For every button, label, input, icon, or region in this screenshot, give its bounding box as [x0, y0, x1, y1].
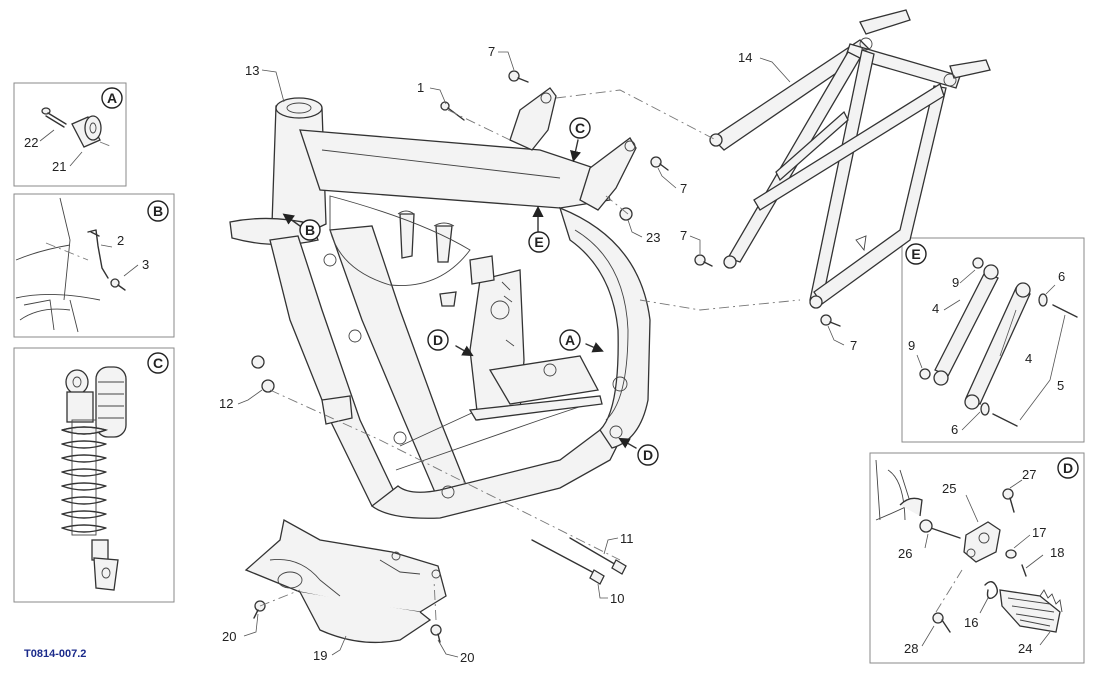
marker-d-lower: D: [637, 444, 659, 466]
detail-box-d: [869, 452, 1085, 664]
detail-label-c: C: [147, 352, 169, 374]
callout-2: 2: [117, 233, 124, 248]
callout-3: 3: [142, 257, 149, 272]
part-3-screw: [110, 278, 126, 291]
part-10-bolt: [531, 539, 605, 585]
callout-22: 22: [24, 135, 38, 150]
part-14-subframe: [709, 9, 991, 309]
callout-4-left: 4: [932, 301, 939, 316]
part-21-bushing: [71, 115, 102, 148]
part-12-nuts: [251, 355, 275, 393]
assembly-lines: [259, 89, 801, 621]
part-2-bracket: [87, 229, 109, 279]
part-18-pin: [1021, 564, 1027, 577]
svg-text:B: B: [305, 222, 315, 238]
svg-text:D: D: [643, 447, 653, 463]
part-6-washers: [980, 293, 1048, 416]
callout-9-bottom: 9: [908, 338, 915, 353]
part-28-bolt: [932, 612, 951, 633]
detail-label-e: E: [905, 243, 927, 265]
callout-18: 18: [1050, 545, 1064, 560]
part-23-nut: [619, 207, 633, 221]
callout-23: 23: [646, 230, 660, 245]
svg-text:D: D: [433, 332, 443, 348]
detail-label-d: D: [1057, 457, 1079, 479]
detail-label-b: B: [147, 200, 169, 222]
leader-lines: [237, 51, 845, 658]
callout-11: 11: [620, 531, 634, 546]
marker-e: E: [528, 231, 550, 253]
callout-14: 14: [738, 50, 752, 65]
part-9-nuts: [919, 257, 984, 380]
detail-box-e: [901, 237, 1085, 443]
callout-12: 12: [219, 396, 233, 411]
callout-25: 25: [942, 481, 956, 496]
svg-text:D: D: [1063, 460, 1073, 476]
callout-numbers: 22 21 2 3 13 1 7 14 7 7 23 7 12 11 10 20…: [24, 44, 1065, 665]
part-25-bracket: [963, 521, 1001, 563]
part-27-bolt: [1002, 488, 1015, 513]
detail-box-c: [13, 347, 175, 603]
svg-text:A: A: [565, 332, 575, 348]
marker-d-upper: D: [427, 329, 449, 351]
part-22-bolt: [41, 107, 67, 128]
part-7-bolts: [508, 70, 841, 327]
callout-26: 26: [898, 546, 912, 561]
main-frame: [229, 87, 651, 519]
part-16-spring: [984, 581, 999, 600]
part-4-links: [933, 264, 1031, 410]
svg-text:A: A: [107, 90, 117, 106]
part-17-washer: [1005, 549, 1017, 559]
callout-9-top: 9: [952, 275, 959, 290]
marker-arrows: [282, 139, 637, 449]
part-24-footpeg: [999, 589, 1063, 633]
detail-label-a: A: [101, 87, 123, 109]
detail-box-b: [13, 193, 175, 338]
svg-text:E: E: [911, 246, 920, 262]
callout-28: 28: [904, 641, 918, 656]
part-26-pin: [919, 519, 961, 539]
callout-13: 13: [245, 63, 259, 78]
callout-7-top: 7: [488, 44, 495, 59]
marker-c: C: [569, 117, 591, 139]
callout-17: 17: [1032, 525, 1046, 540]
detail-box-a: [13, 82, 127, 187]
marker-a: A: [559, 329, 581, 351]
part-1-bolt: [440, 101, 465, 121]
svg-text:E: E: [534, 234, 543, 250]
part-11-bolt: [569, 537, 627, 575]
drawing-reference: T0814-007.2: [24, 648, 86, 660]
callout-20-right: 20: [460, 650, 474, 665]
callout-1: 1: [417, 80, 424, 95]
svg-text:C: C: [153, 355, 163, 371]
callout-19: 19: [313, 648, 327, 663]
callout-4-right: 4: [1025, 351, 1032, 366]
callout-6-top: 6: [1058, 269, 1065, 284]
callout-7-right: 7: [850, 338, 857, 353]
callout-5: 5: [1057, 378, 1064, 393]
part-5-bolts: [992, 304, 1078, 427]
svg-text:B: B: [153, 203, 163, 219]
shock-absorber: [61, 366, 127, 591]
callout-20-left: 20: [222, 629, 236, 644]
callout-27: 27: [1022, 467, 1036, 482]
callout-7-left: 7: [680, 228, 687, 243]
callout-10: 10: [610, 591, 624, 606]
marker-b: B: [299, 219, 321, 241]
callout-24: 24: [1018, 641, 1032, 656]
callout-21: 21: [52, 159, 66, 174]
callout-6-bottom: 6: [951, 422, 958, 437]
callout-7-mid: 7: [680, 181, 687, 196]
part-19-skid-plate: [244, 518, 447, 644]
callout-16: 16: [964, 615, 978, 630]
svg-text:C: C: [575, 120, 585, 136]
